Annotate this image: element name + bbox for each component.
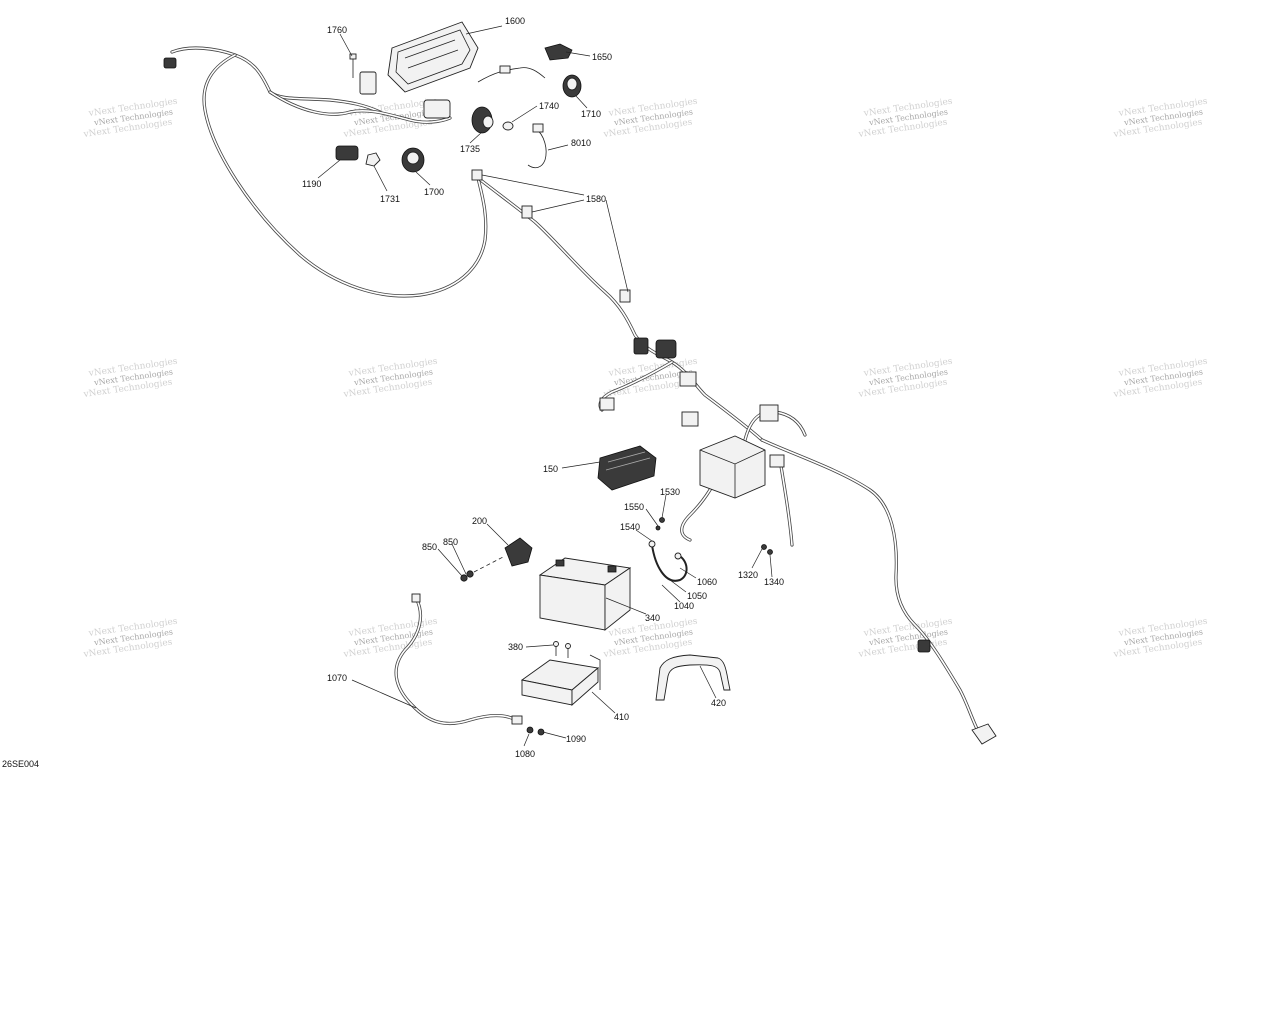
fuse-box-part <box>699 404 785 499</box>
socket-part <box>471 106 494 134</box>
callout-1600: 1600 <box>505 16 525 26</box>
watermark: vNext Technologies vNext Technologies vN… <box>857 97 953 140</box>
watermark: vNext Technologies vNext Technologies vN… <box>857 357 953 400</box>
callout-1040: 1040 <box>674 601 694 611</box>
watermark: vNext Technologies vNext Technologies vN… <box>1112 357 1208 400</box>
switch-part <box>401 147 425 173</box>
screw-part <box>349 53 357 78</box>
watermark: vNext Technologies vNext Technologies vN… <box>1112 97 1208 140</box>
callout-1710: 1710 <box>581 109 601 119</box>
watermark: vNext Technologies vNext Technologies vN… <box>602 617 698 660</box>
callout-1550: 1550 <box>624 502 644 512</box>
callout-1080: 1080 <box>515 749 535 759</box>
instrument-cluster-part <box>387 21 479 93</box>
battery-part <box>538 557 632 631</box>
battery-cable-part <box>648 540 688 582</box>
screw-part <box>761 544 773 555</box>
callout-200: 200 <box>472 516 487 526</box>
connector-part <box>917 639 997 745</box>
wiring-harness <box>170 46 982 737</box>
watermark: vNext Technologies vNext Technologies vN… <box>342 357 438 400</box>
nut-part <box>526 726 545 736</box>
battery-strap-part <box>655 654 731 701</box>
harness-piece-part <box>477 65 546 83</box>
callout-8010: 8010 <box>571 138 591 148</box>
callout-1190: 1190 <box>302 179 321 189</box>
starter-solenoid-part <box>504 537 533 567</box>
battery-tray-part <box>520 654 601 706</box>
watermark: vNext Technologies vNext Technologies vN… <box>82 97 178 140</box>
starter-cable-part <box>394 593 523 726</box>
callout-1320: 1320 <box>738 570 758 580</box>
callout-1700: 1700 <box>424 187 444 197</box>
callout-420: 420 <box>711 698 726 708</box>
callout-1070: 1070 <box>327 673 347 683</box>
callout-380: 380 <box>508 642 523 652</box>
leader-lines <box>317 25 773 747</box>
callout-labels: 1760 1600 1650 1740 1710 1735 8010 1190 … <box>302 16 784 759</box>
callout-150: 150 <box>543 464 558 474</box>
callout-1760: 1760 <box>327 25 347 35</box>
watermark: vNext Technologies vNext Technologies vN… <box>602 97 698 140</box>
voltage-regulator-part <box>597 445 657 491</box>
switch-part <box>335 145 359 161</box>
callout-1735: 1735 <box>460 144 480 154</box>
plug-part <box>562 74 582 98</box>
cable-part <box>527 123 547 169</box>
callout-850: 850 <box>422 542 437 552</box>
callout-1540: 1540 <box>620 522 640 532</box>
callout-340: 340 <box>645 613 660 623</box>
switch-block-part <box>359 71 451 119</box>
callout-1580: 1580 <box>586 194 606 204</box>
connector-part <box>544 43 573 61</box>
figure-code: 26SE004 <box>2 759 40 769</box>
watermark: vNext Technologies vNext Technologies vN… <box>82 617 178 660</box>
callout-850: 850 <box>443 537 458 547</box>
watermark: vNext Technologies vNext Technologies vN… <box>82 357 178 400</box>
callout-1740: 1740 <box>539 101 559 111</box>
callout-1090: 1090 <box>566 734 586 744</box>
callout-1731: 1731 <box>380 194 400 204</box>
callout-1650: 1650 <box>592 52 612 62</box>
connector-part <box>599 337 699 427</box>
callout-1050: 1050 <box>687 591 707 601</box>
ring-part <box>502 121 514 131</box>
nut-part <box>460 570 474 582</box>
watermark: vNext Technologies vNext Technologies vN… <box>342 617 438 660</box>
watermark: vNext Technologies vNext Technologies vN… <box>857 617 953 660</box>
connector-part <box>163 57 177 69</box>
callout-1530: 1530 <box>660 487 680 497</box>
screw-part <box>655 517 665 531</box>
nut-part <box>365 152 381 167</box>
watermark: vNext Technologies vNext Technologies vN… <box>1112 617 1208 660</box>
callout-410: 410 <box>614 712 629 722</box>
callout-1060: 1060 <box>697 577 717 587</box>
screw-part <box>553 641 571 658</box>
callout-1340: 1340 <box>764 577 784 587</box>
